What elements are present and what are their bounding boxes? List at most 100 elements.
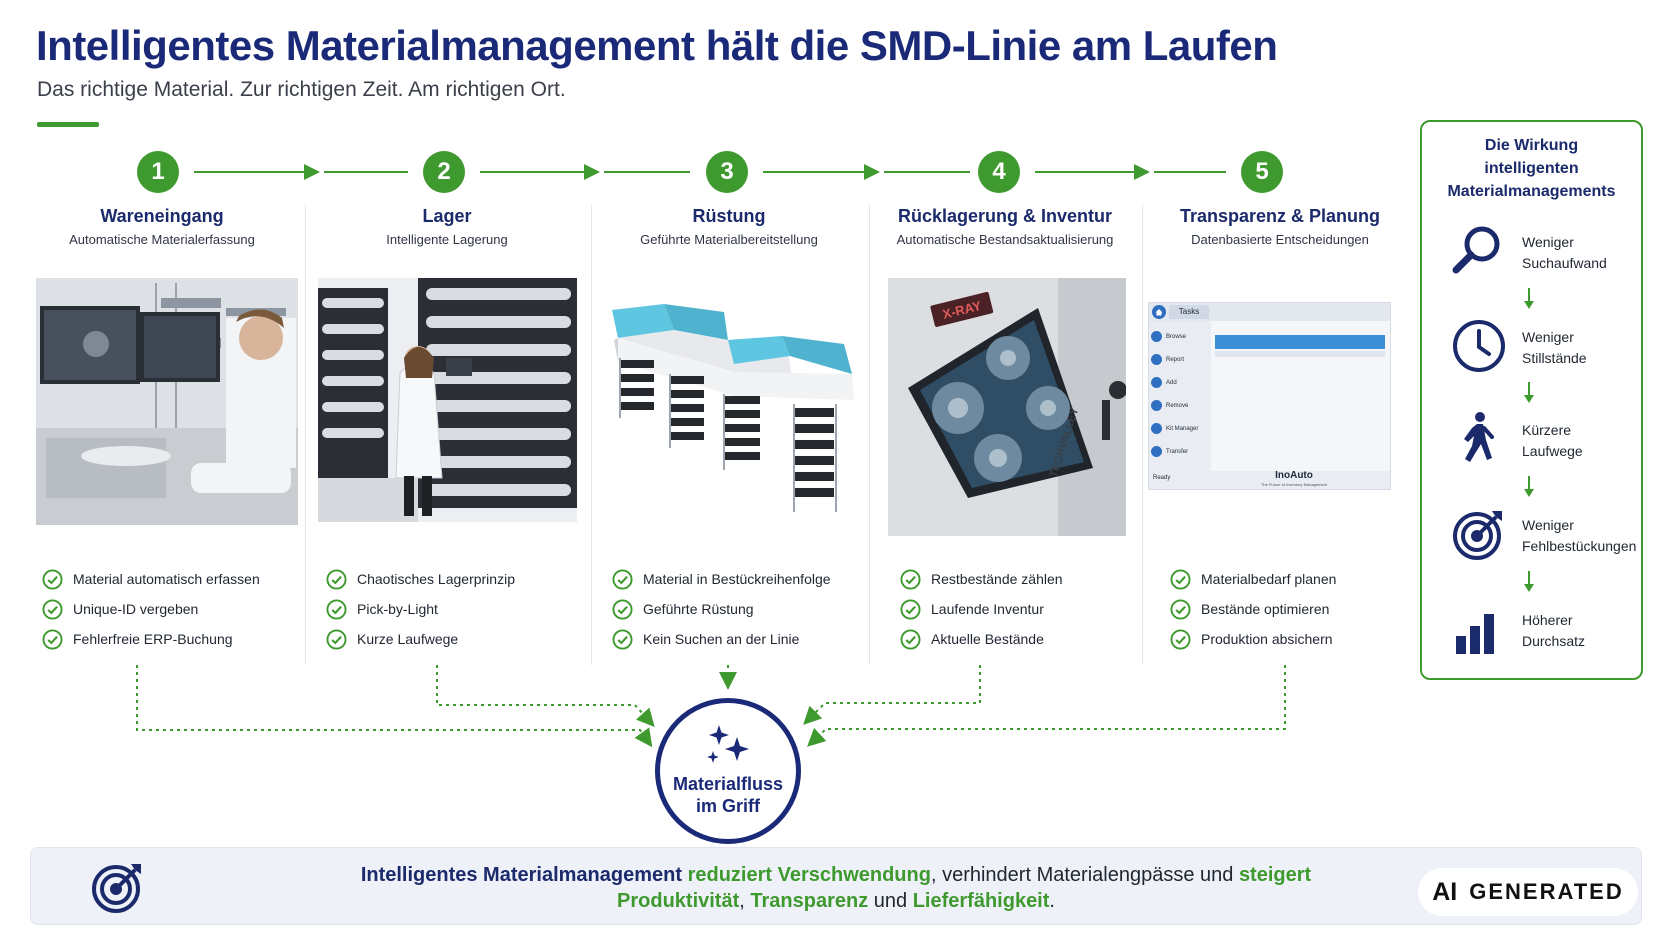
software-menu-item[interactable]: Transfer bbox=[1151, 440, 1209, 463]
software-status: Ready bbox=[1153, 475, 1171, 481]
checklist-item: Geführte Rüstung bbox=[612, 594, 831, 624]
step-1-subtitle: Automatische Materialerfassung bbox=[69, 232, 255, 247]
checklist-item: Restbestände zählen bbox=[900, 564, 1063, 594]
software-menu: Browse Report Add Remove Kit Manager Tra… bbox=[1151, 325, 1209, 463]
step-3-checklist: Material in Bestückreihenfolge Geführte … bbox=[612, 564, 831, 654]
checklist-item: Aktuelle Bestände bbox=[900, 624, 1063, 654]
target-icon bbox=[1453, 511, 1502, 560]
software-menu-item[interactable]: Report bbox=[1151, 348, 1209, 371]
xray-counter-image: X-RAY TECHVALLEY bbox=[888, 278, 1126, 536]
checklist-item: Chaotisches Lagerprinzip bbox=[326, 564, 515, 594]
summary-text: Intelligentes Materialmanagement reduzie… bbox=[360, 864, 1312, 912]
step-2-column: Lager Intelligente Lagerung bbox=[318, 200, 576, 670]
checklist-item: Produktion absichern bbox=[1170, 624, 1336, 654]
checklist-item: Material automatisch erfassen bbox=[42, 564, 260, 594]
home-icon bbox=[1152, 305, 1166, 319]
sparkle-icon bbox=[707, 725, 749, 763]
step-5-number: 5 bbox=[1241, 151, 1283, 193]
step-4-checklist: Restbestände zählen Laufende Inventur Ak… bbox=[900, 564, 1063, 654]
check-circle-icon bbox=[612, 598, 633, 620]
checklist-item: Materialbedarf planen bbox=[1170, 564, 1336, 594]
column-divider bbox=[869, 205, 870, 665]
check-circle-icon bbox=[900, 628, 921, 650]
software-screenshot-image: Tasks Browse Report Add Remove Kit Manag… bbox=[1148, 302, 1391, 490]
warehouse-image bbox=[318, 278, 577, 522]
setup-carts-image bbox=[604, 300, 859, 540]
summary-bar: Intelligentes Materialmanagement reduzie… bbox=[30, 847, 1642, 925]
tab-tasks[interactable]: Tasks bbox=[1169, 305, 1209, 319]
check-circle-icon bbox=[42, 568, 63, 590]
step-1-number: 1 bbox=[137, 151, 179, 193]
step-1-title: Wareneingang bbox=[100, 206, 224, 226]
flow-arrows-to-hub bbox=[136, 665, 1286, 748]
check-circle-icon bbox=[42, 598, 63, 620]
menu-dot-icon bbox=[1151, 331, 1162, 342]
step-5-title: Transparenz & Planung bbox=[1179, 206, 1381, 226]
target-icon bbox=[92, 864, 141, 913]
walking-person-icon bbox=[1464, 412, 1494, 462]
column-divider bbox=[591, 205, 592, 665]
step-2-subtitle: Intelligente Lagerung bbox=[386, 232, 508, 247]
clock-icon bbox=[1453, 320, 1505, 372]
checklist-item: Pick-by-Light bbox=[326, 594, 515, 624]
hub-label: Materialfluss im Griff bbox=[672, 774, 784, 816]
step-4-column: Rücklagerung & Inventur Automatische Bes… bbox=[880, 200, 1130, 670]
checklist-item: Kein Suchen an der Linie bbox=[612, 624, 831, 654]
software-tagline: The Future of Inventory Management bbox=[1260, 482, 1328, 487]
checklist-item: Laufende Inventur bbox=[900, 594, 1063, 624]
step-1-column: Wareneingang Automatische Materialerfass… bbox=[36, 200, 288, 670]
page-title: Intelligentes Materialmanagement hält di… bbox=[36, 22, 1278, 69]
down-arrow-icon bbox=[1524, 476, 1534, 497]
check-circle-icon bbox=[1170, 598, 1191, 620]
menu-dot-icon bbox=[1151, 377, 1162, 388]
software-menu-item[interactable]: Browse bbox=[1151, 325, 1209, 348]
step-3-column: Rüstung Geführte Materialbereitstellung bbox=[604, 200, 854, 670]
magnifier-icon bbox=[1452, 226, 1500, 274]
step-5-column: Transparenz & Planung Datenbasierte Ents… bbox=[1150, 200, 1410, 670]
menu-dot-icon bbox=[1151, 354, 1162, 365]
step-2-title: Lager bbox=[422, 206, 472, 226]
step-3-number: 3 bbox=[706, 151, 748, 193]
check-circle-icon bbox=[612, 628, 633, 650]
goods-receipt-image bbox=[36, 278, 298, 525]
bar-chart-icon bbox=[1456, 614, 1494, 654]
step-connector-lines bbox=[194, 164, 1226, 180]
software-menu-item[interactable]: Add bbox=[1151, 371, 1209, 394]
down-arrow-icon bbox=[1524, 571, 1534, 592]
check-circle-icon bbox=[326, 628, 347, 650]
step-4-title: Rücklagerung & Inventur bbox=[897, 206, 1113, 226]
column-divider bbox=[1142, 205, 1143, 665]
software-menu-item[interactable]: Remove bbox=[1151, 394, 1209, 417]
menu-dot-icon bbox=[1151, 400, 1162, 411]
check-circle-icon bbox=[1170, 628, 1191, 650]
check-circle-icon bbox=[42, 628, 63, 650]
step-4-number: 4 bbox=[978, 151, 1020, 193]
column-divider bbox=[305, 205, 306, 665]
check-circle-icon bbox=[900, 568, 921, 590]
menu-dot-icon bbox=[1151, 446, 1162, 457]
check-circle-icon bbox=[612, 568, 633, 590]
material-flow-hub: Materialfluss im Griff bbox=[655, 698, 801, 844]
step-5-checklist: Materialbedarf planen Bestände optimiere… bbox=[1170, 564, 1336, 654]
page-subtitle: Das richtige Material. Zur richtigen Zei… bbox=[37, 78, 566, 101]
impact-panel-title: Die Wirkung intelligenten Materialmanage… bbox=[1447, 137, 1616, 200]
menu-dot-icon bbox=[1151, 423, 1162, 434]
software-menu-item[interactable]: Kit Manager bbox=[1151, 417, 1209, 440]
check-circle-icon bbox=[326, 598, 347, 620]
software-table-header bbox=[1215, 335, 1385, 349]
step-1-checklist: Material automatisch erfassen Unique-ID … bbox=[42, 564, 260, 654]
down-arrow-icon bbox=[1524, 382, 1534, 403]
checklist-item: Fehlerfreie ERP-Buchung bbox=[42, 624, 260, 654]
check-circle-icon bbox=[900, 598, 921, 620]
step-3-subtitle: Geführte Materialbereitstellung bbox=[640, 232, 818, 247]
down-arrow-icon bbox=[1524, 288, 1534, 309]
step-2-checklist: Chaotisches Lagerprinzip Pick-by-Light K… bbox=[326, 564, 515, 654]
step-5-subtitle: Datenbasierte Entscheidungen bbox=[1191, 232, 1369, 247]
step-3-title: Rüstung bbox=[692, 206, 766, 226]
